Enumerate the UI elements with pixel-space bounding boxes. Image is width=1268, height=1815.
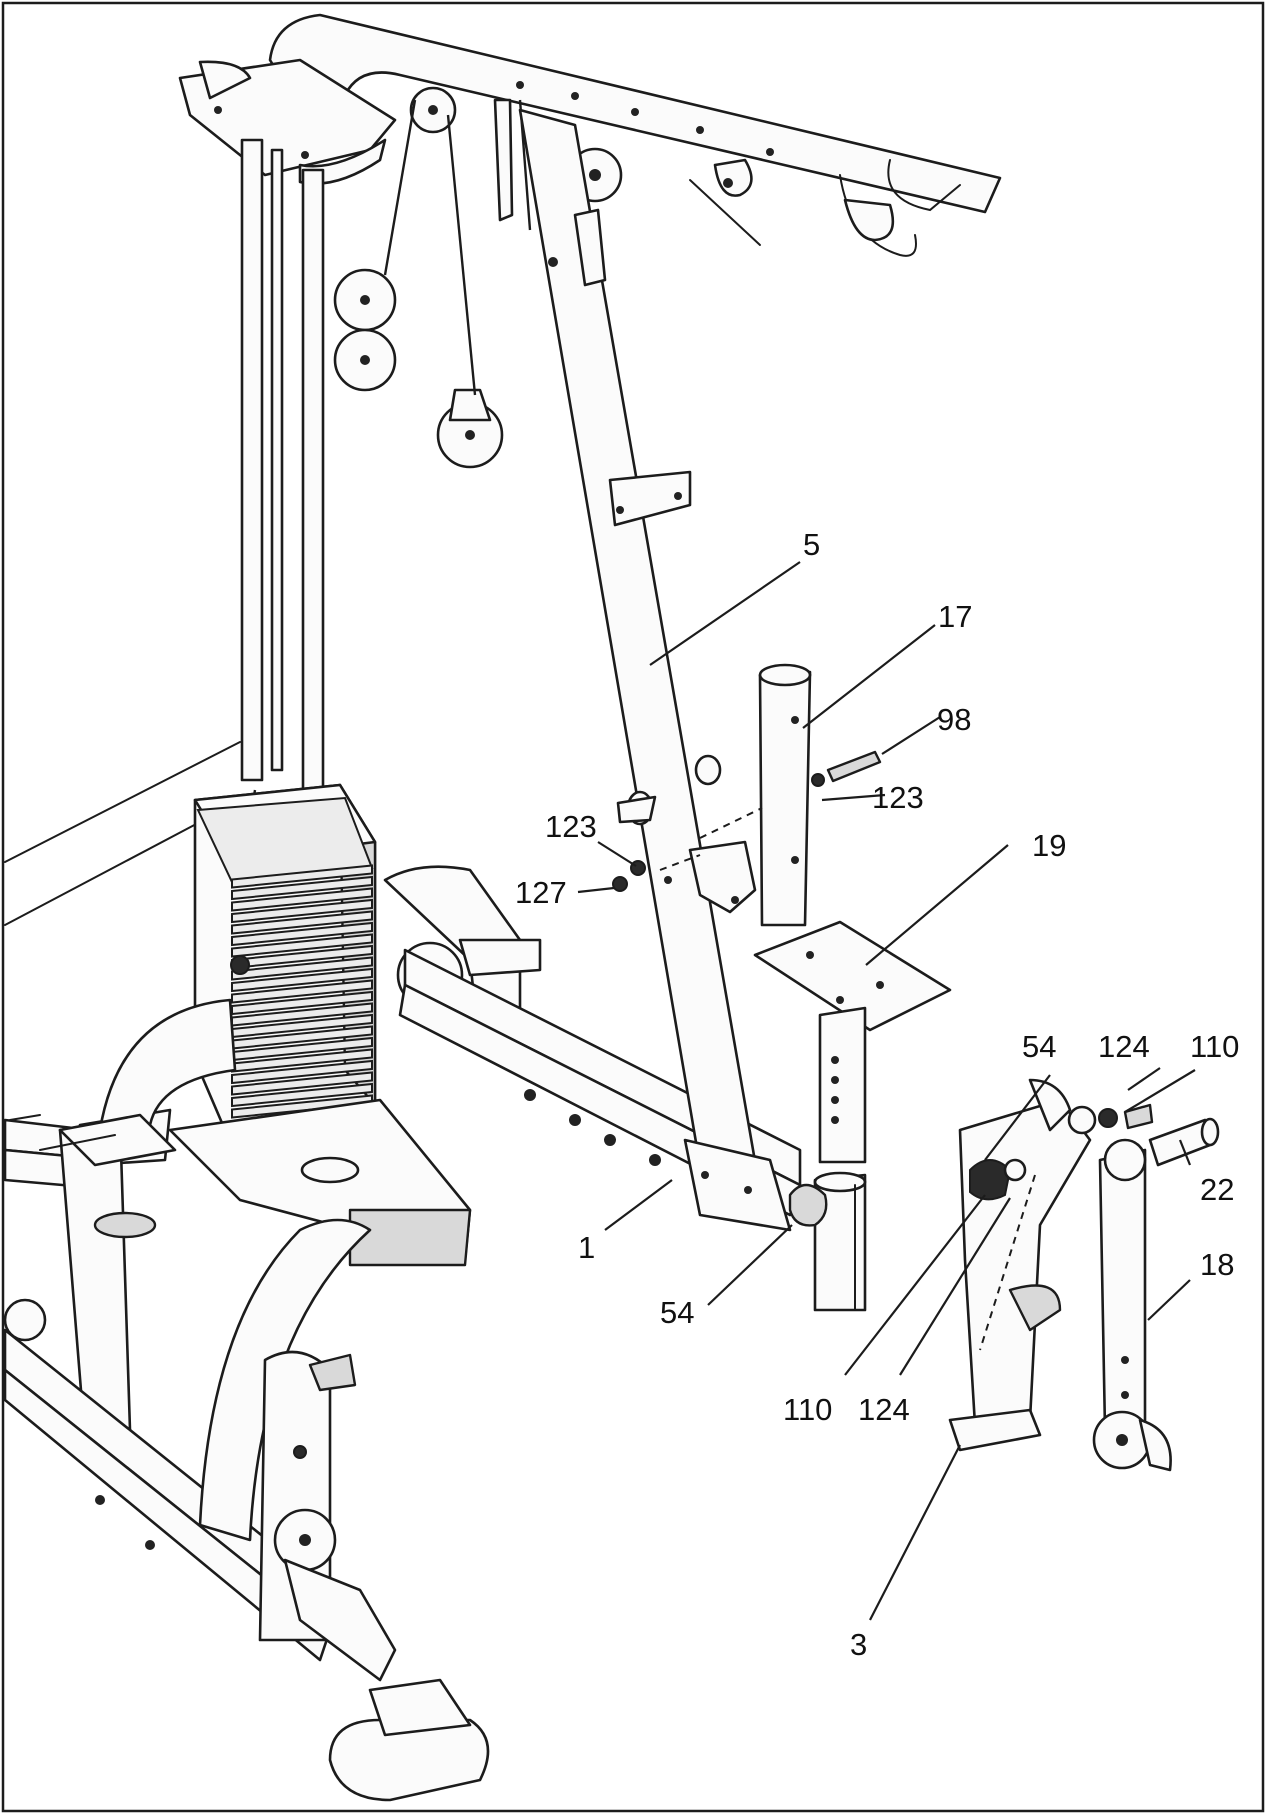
callout-18: 18 [1200, 1247, 1234, 1282]
callout-127: 127 [515, 875, 567, 910]
weight-plate [231, 933, 373, 958]
selector-pin [230, 955, 250, 975]
callout-123-left: 123 [545, 809, 597, 844]
part-17-sleeve [659, 663, 882, 927]
callout-98: 98 [937, 702, 971, 737]
weight-plate [231, 967, 373, 993]
callout-19: 19 [1032, 828, 1066, 863]
weight-plate [231, 1071, 373, 1096]
part-19-seat [753, 920, 952, 1164]
callout-17: 17 [938, 599, 972, 634]
fasteners-123-127 [612, 795, 657, 892]
leader-lines [577, 561, 1196, 1621]
part-22-axle [1148, 1117, 1220, 1167]
weight-plate [231, 910, 373, 935]
callout-124-upper: 124 [1098, 1029, 1150, 1064]
weight-plate [231, 887, 373, 912]
weight-plate [231, 864, 373, 889]
callout-1: 1 [578, 1230, 595, 1265]
front-bench-frame [3, 1113, 490, 1802]
callout-110-lower: 110 [783, 1392, 832, 1427]
weight-plate [231, 921, 373, 947]
angled-column [518, 108, 792, 1232]
part-18-lever-arm [1092, 1138, 1172, 1472]
weight-plate [231, 979, 373, 1004]
callout-labels: 5 17 98 123 123 19 127 54 124 110 22 18 … [515, 527, 1239, 1662]
weight-plate [231, 875, 373, 901]
weight-plate [231, 898, 373, 924]
callout-54-upper: 54 [1022, 1029, 1056, 1064]
callout-3: 3 [850, 1627, 867, 1662]
callout-54-lower: 54 [660, 1295, 694, 1330]
base-beam [398, 948, 867, 1312]
weight-plate [231, 1059, 373, 1085]
callout-123-right: 123 [872, 780, 924, 815]
part-3-leg-bracket [948, 1078, 1154, 1452]
weight-plate [231, 956, 373, 981]
callout-110-upper: 110 [1190, 1029, 1239, 1064]
floor-lines [4, 741, 241, 926]
callout-5: 5 [803, 527, 820, 562]
callout-22: 22 [1200, 1172, 1234, 1207]
weight-plate [231, 1082, 373, 1108]
top-frame [178, 13, 1002, 257]
callout-124-lower: 124 [858, 1392, 910, 1427]
